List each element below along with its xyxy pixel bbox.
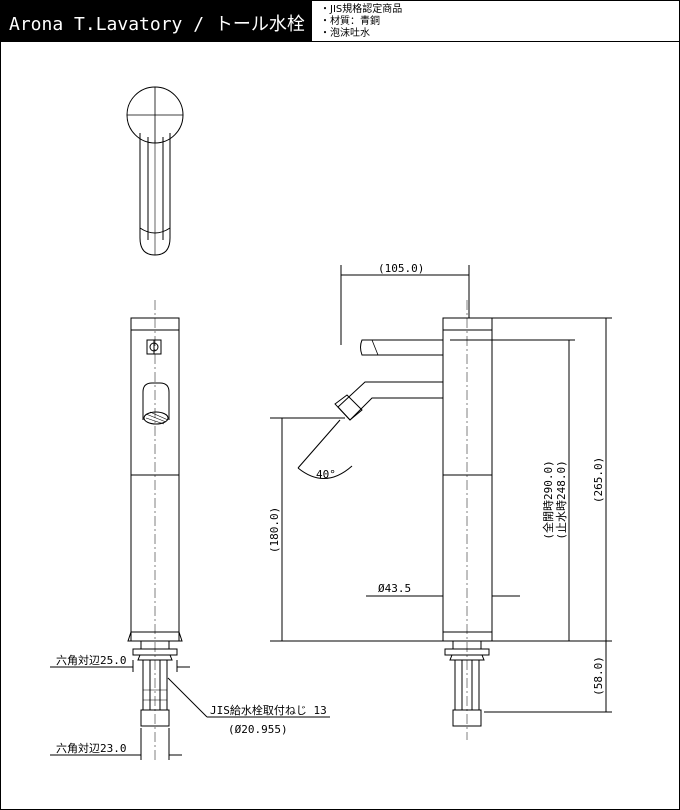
thread-note: JIS給水栓取付ねじ 13 [210, 703, 327, 717]
dim-hex-top: 六角対辺25.0 [56, 653, 127, 667]
side-view [334, 300, 493, 740]
dim-mount-length: (58.0) [592, 656, 605, 696]
thread-diameter: (Ø20.955) [228, 723, 288, 736]
dim-spout-reach: (105.0) [378, 262, 424, 275]
drawing-title: Arona T.Lavatory / トール水栓 [9, 14, 305, 35]
header-rule [1, 41, 679, 42]
dim-angle: 40° [316, 468, 336, 481]
dim-spout-height: (180.0) [268, 507, 281, 553]
side-dimensions [270, 265, 612, 713]
note-aerator: ・泡沫吐水 [320, 28, 370, 39]
title-bar: Arona T.Lavatory / トール水栓 [1, 1, 311, 41]
front-view [127, 300, 183, 760]
dim-body-height: (265.0) [592, 457, 605, 503]
note-jis: ・JIS規格認定商品 [320, 4, 403, 15]
dim-total-height: (全開時290.0) [541, 460, 555, 539]
note-material: ・材質：青銅 [320, 16, 380, 27]
top-view [126, 86, 184, 256]
spec-notes: ・JIS規格認定商品 ・材質：青銅 ・泡沫吐水 [311, 1, 679, 41]
dim-body-diameter: Ø43.5 [378, 582, 411, 595]
dim-closed-height: (止水時248.0) [555, 460, 568, 539]
front-dimensions [50, 660, 330, 760]
dim-hex-bottom: 六角対辺23.0 [56, 741, 127, 755]
